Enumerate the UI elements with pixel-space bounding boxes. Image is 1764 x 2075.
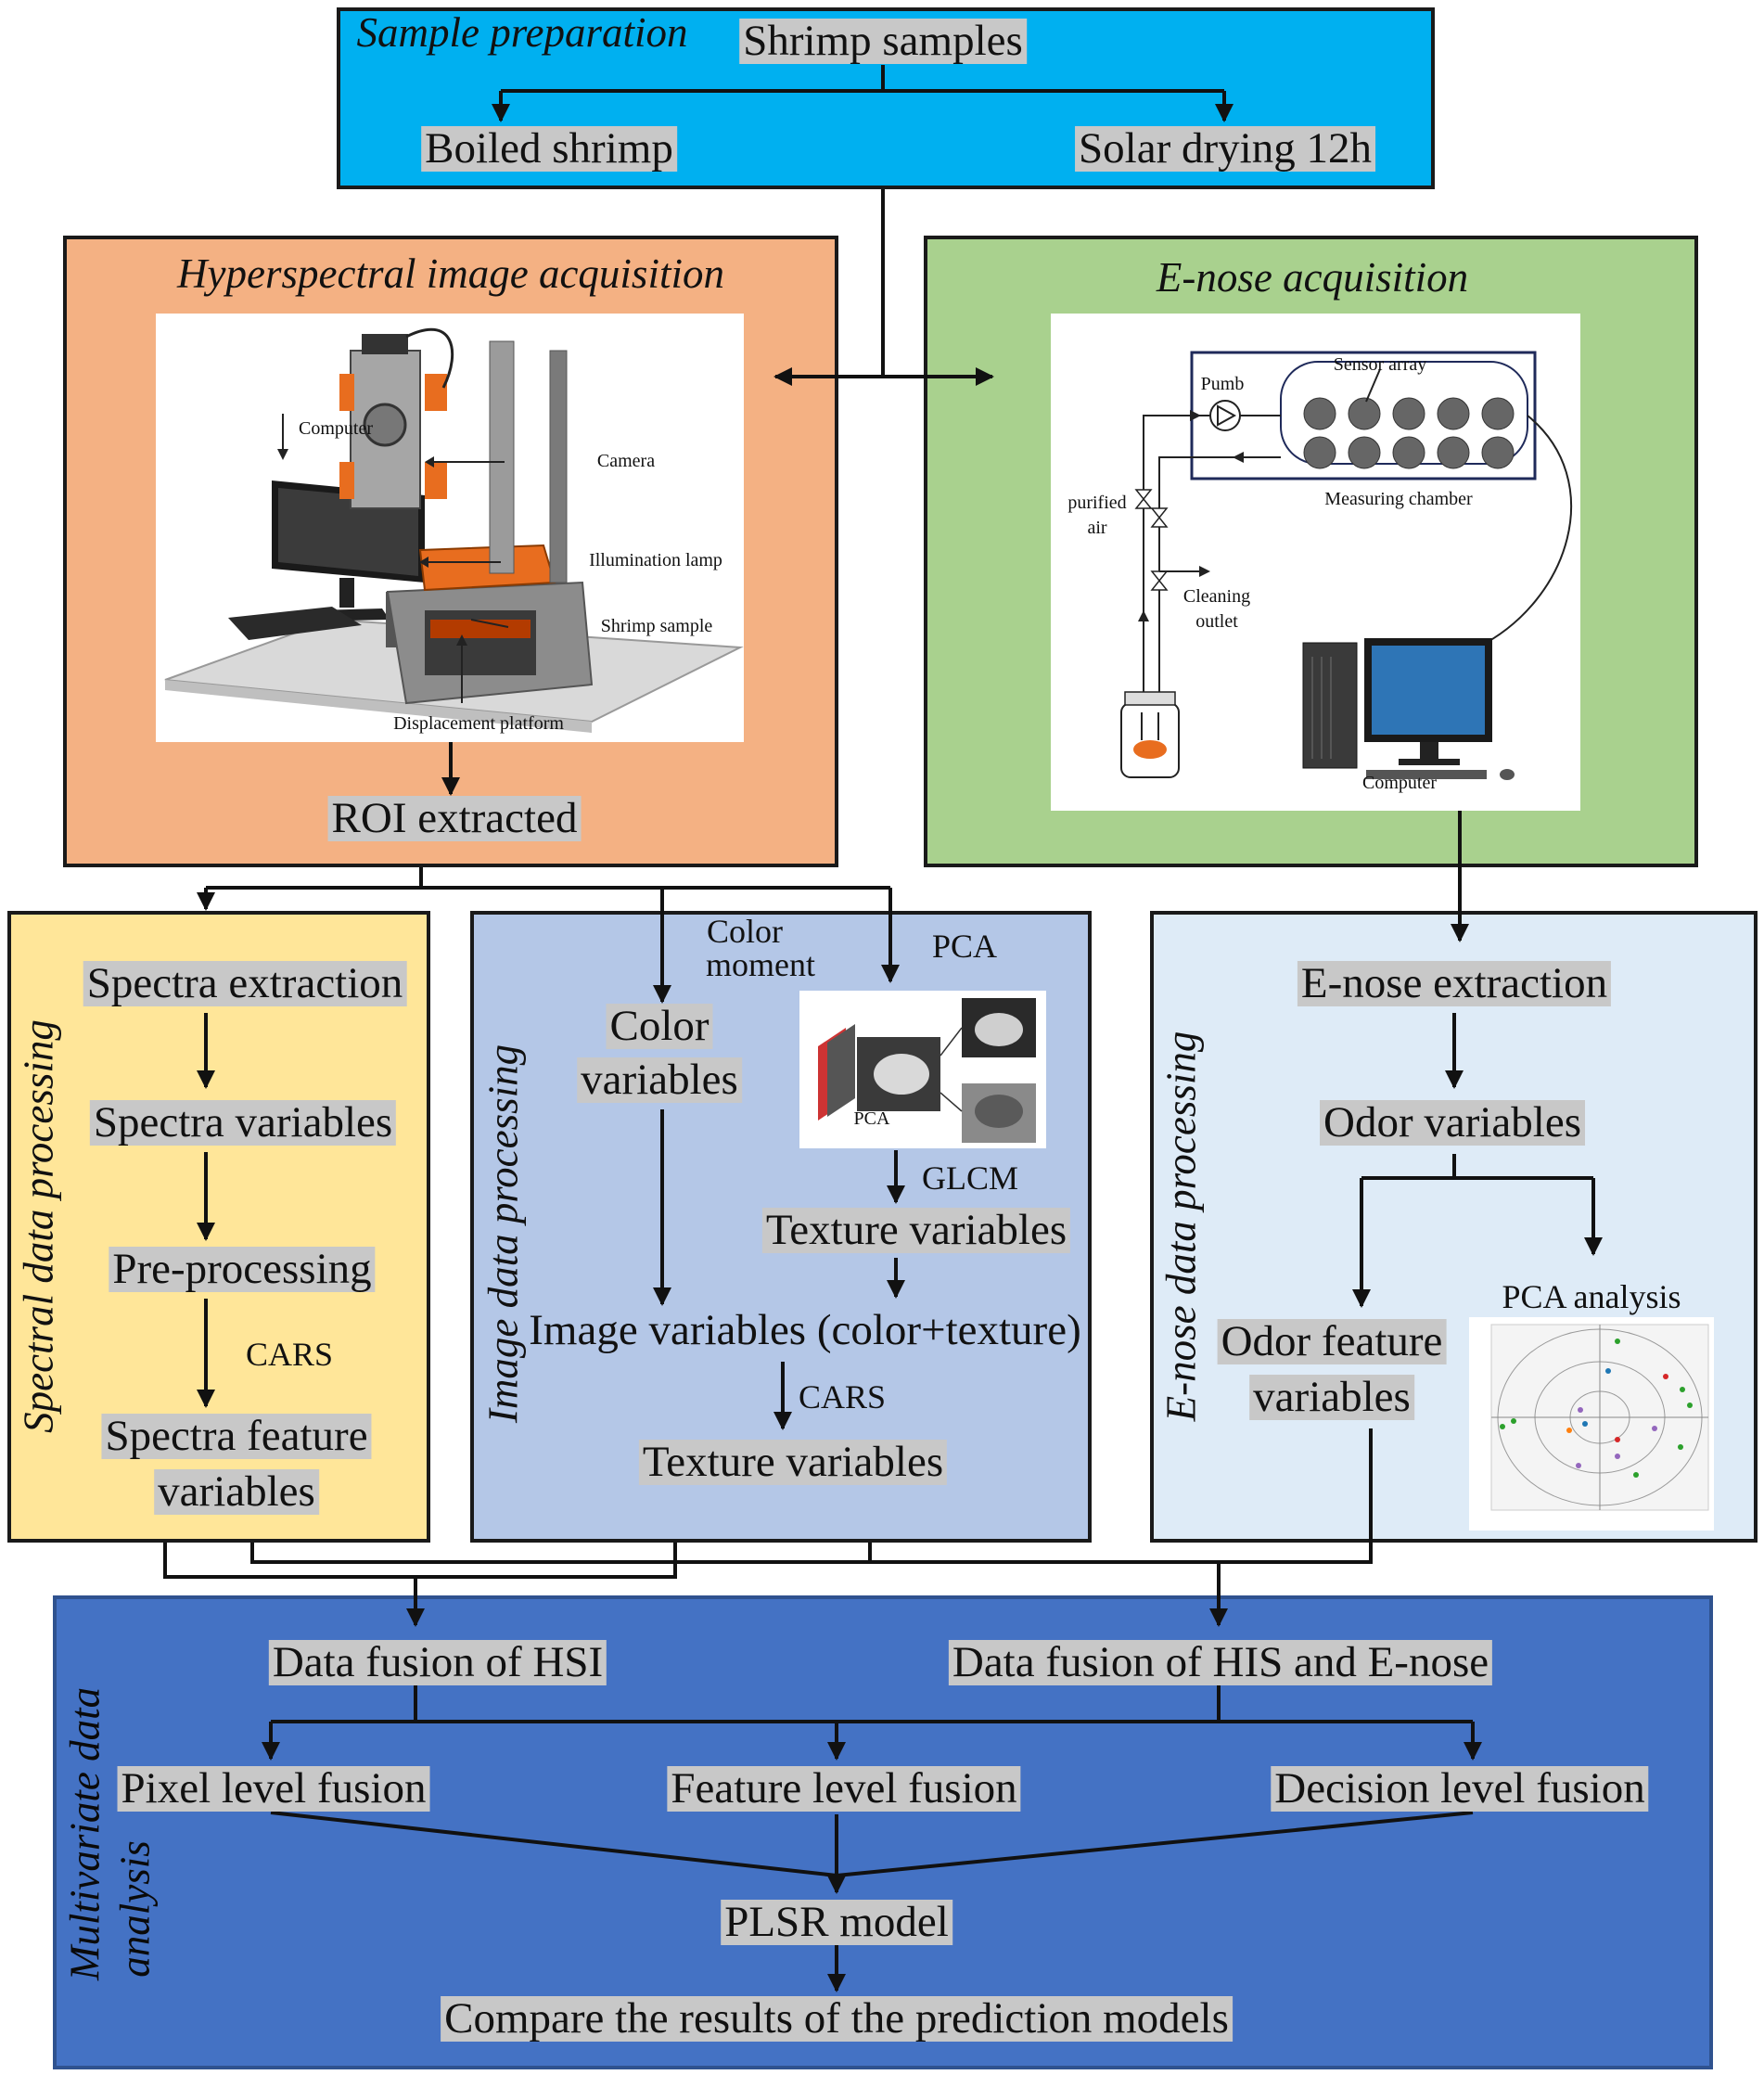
color-variables-label-line1: Color [606,1003,713,1050]
roi-extracted-label: ROI extracted [327,795,582,842]
shrimp-samples-label: Shrimp samples [739,18,1027,65]
texture-variables-label: Texture variables [761,1207,1071,1254]
multivariate-title-line1: Multivariate data [61,1686,109,1981]
enose-label-chamber: Measuring chamber [1324,489,1473,509]
odor-variables-label: Odor variables [1320,1099,1585,1146]
enose-label-air: air [1087,518,1107,538]
preprocessing-label: Pre-processing [109,1246,376,1293]
spectra-extraction-label: Spectra extraction [83,960,407,1007]
color-moment-label-line2: moment [706,946,815,983]
odor-feature-label-line1: Odor feature [1217,1318,1447,1365]
boiled-shrimp-label: Boiled shrimp [421,125,677,173]
hsi-photo-label-camera: Camera [596,451,656,471]
feature-level-fusion-label: Feature level fusion [667,1765,1021,1812]
image-processing-title: Image data processing [479,1044,527,1424]
hsi-photo-label-computer: Computer [299,418,373,439]
hsi-photo-label-sample: Shrimp sample [600,616,713,636]
hsi-photo-label-lamp: Illumination lamp [589,550,722,570]
enose-processing-title: E-nose data processing [1157,1031,1205,1422]
hsi-photo-label-platform: Displacement platform [393,713,564,734]
spectral-cars-label: CARS [245,1336,334,1373]
plsr-model-label: PLSR model [721,1899,952,1946]
pca-image-thumbnail [799,991,1046,1148]
enose-label-outlet: outlet [1195,611,1238,632]
enose-label-cleaning: Cleaning [1182,586,1251,607]
decision-level-fusion-label: Decision level fusion [1271,1765,1649,1812]
hyperspectral-system-photo [156,314,744,742]
image-cars-label: CARS [798,1378,887,1415]
color-moment-label-line1: Color [706,913,784,950]
pca-analysis-plot [1469,1317,1714,1531]
enose-extraction-label: E-nose extraction [1297,960,1612,1007]
odor-feature-label-line2: variables [1249,1374,1414,1421]
solar-drying-label: Solar drying 12h [1075,125,1375,173]
compare-results-label: Compare the results of the prediction mo… [441,1995,1233,2043]
pca-label: PCA [931,928,998,965]
enose-system-diagram [1051,314,1580,811]
color-variables-label-line2: variables [577,1057,742,1104]
enose-label-computer: Computer [1362,773,1437,793]
data-fusion-hsi-label: Data fusion of HSI [268,1639,607,1686]
multivariate-title-line2: analysis [111,1840,159,1978]
sample-preparation-title: Sample preparation [356,9,688,56]
enose-label-sensor-array: Sensor array [1333,354,1427,375]
enose-label-purified: purified [1067,493,1127,513]
pca-image-caption: PCA [853,1108,890,1129]
data-fusion-his-enose-label: Data fusion of HIS and E-nose [948,1639,1493,1686]
glcm-label: GLCM [921,1159,1019,1197]
spectra-feature-label-line1: Spectra feature [101,1413,372,1460]
image-variables-label: Image variables (color+texture) [529,1306,1081,1354]
pixel-level-fusion-label: Pixel level fusion [117,1765,430,1812]
spectra-variables-label: Spectra variables [89,1099,397,1146]
pca-analysis-label: PCA analysis [1502,1278,1681,1315]
texture-variables-final-label: Texture variables [638,1439,948,1486]
enose-label-pump: Pumb [1200,374,1245,394]
enose-acquisition-title: E-nose acquisition [1156,254,1469,301]
spectra-feature-label-line2: variables [154,1468,319,1516]
hyperspectral-acquisition-title: Hyperspectral image acquisition [177,250,724,297]
spectral-processing-title: Spectral data processing [15,1019,62,1433]
